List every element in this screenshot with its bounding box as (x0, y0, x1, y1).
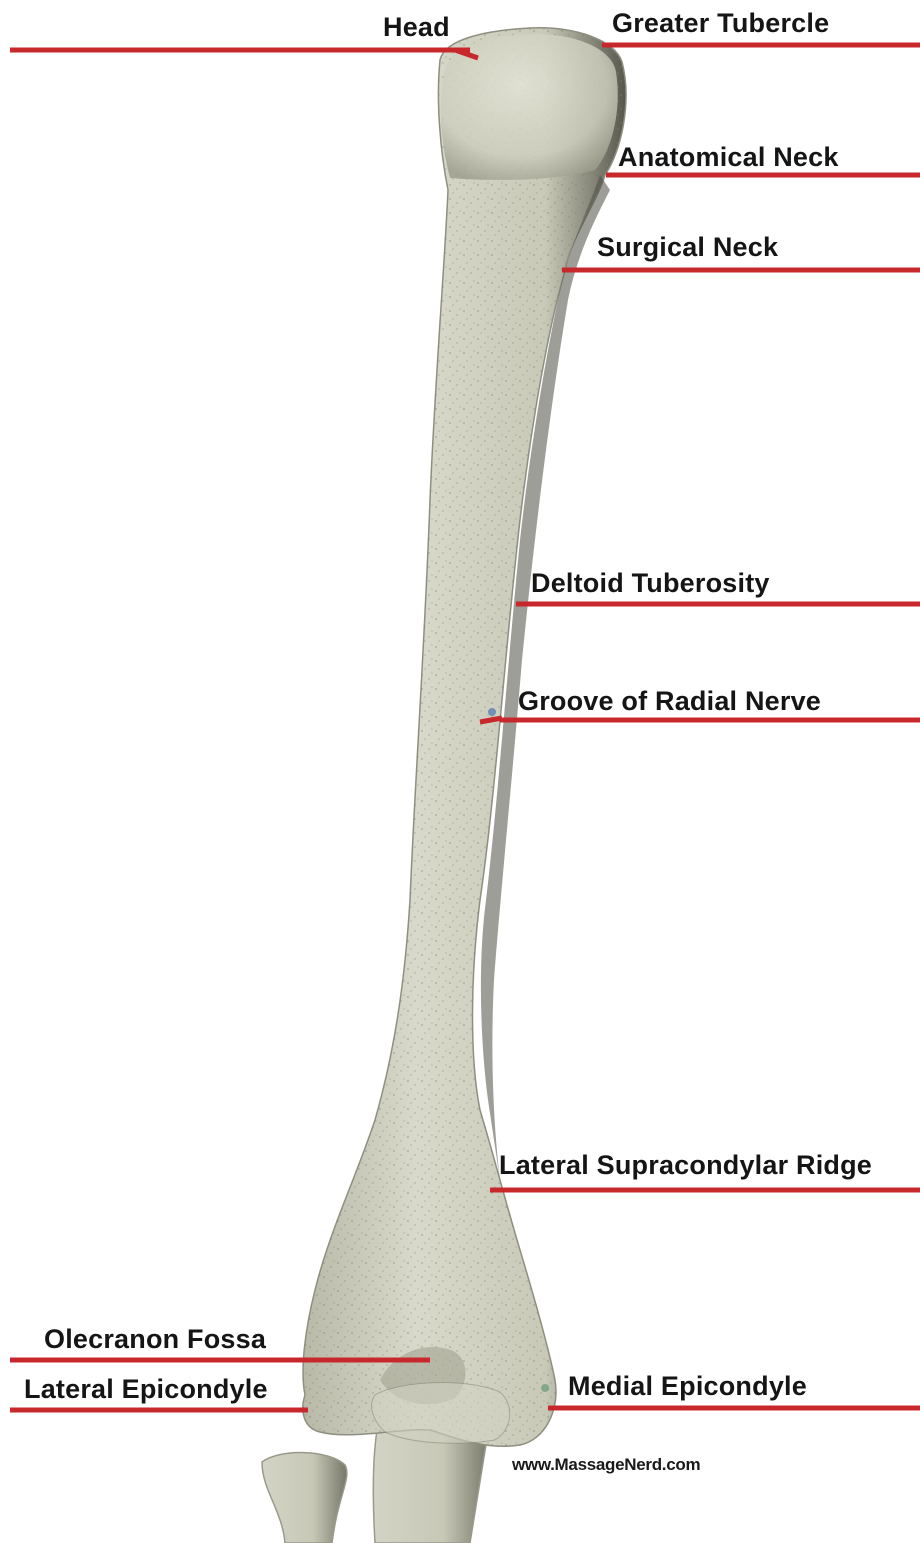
radius-bone-stub (262, 1453, 347, 1543)
credit-watermark: www.MassageNerd.com (512, 1455, 700, 1475)
label-surgical-neck: Surgical Neck (597, 234, 778, 261)
label-medial-epicondyle: Medial Epicondyle (568, 1373, 807, 1400)
trochlea-shape (372, 1383, 510, 1444)
label-lateral-epicondyle: Lateral Epicondyle (24, 1376, 268, 1403)
radial-nerve-mark (488, 708, 496, 716)
label-anatomical-neck: Anatomical Neck (618, 144, 839, 171)
label-groove-radial-nerve: Groove of Radial Nerve (518, 688, 821, 715)
label-greater-tubercle: Greater Tubercle (612, 10, 829, 37)
label-olecranon-fossa: Olecranon Fossa (44, 1326, 266, 1353)
label-head: Head (383, 14, 450, 41)
label-deltoid-tuberosity: Deltoid Tuberosity (531, 570, 770, 597)
humerus-bone (262, 28, 626, 1543)
medial-epicondyle-mark (541, 1384, 549, 1392)
label-lateral-supracondylar-ridge: Lateral Supracondylar Ridge (499, 1152, 872, 1179)
